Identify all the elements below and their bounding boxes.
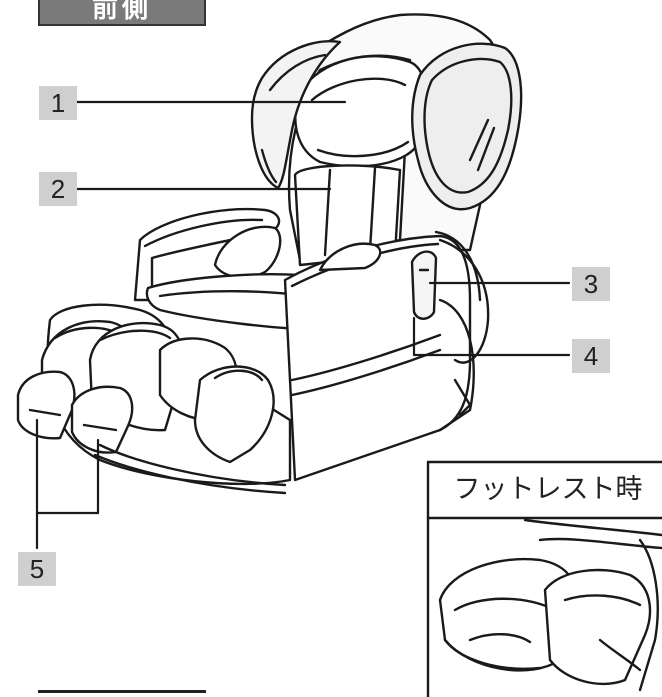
remote-cord bbox=[438, 238, 490, 364]
callout-2: 2 bbox=[39, 172, 77, 206]
callout-5: 5 bbox=[18, 552, 56, 586]
callout-4: 4 bbox=[572, 339, 610, 373]
callout-3: 3 bbox=[572, 267, 610, 301]
right-arm-inner-cushion bbox=[318, 242, 382, 272]
leader-line-4 bbox=[412, 316, 571, 357]
left-foot-rest bbox=[16, 370, 76, 440]
side-panel bbox=[438, 298, 475, 432]
right-knee-pad bbox=[193, 365, 275, 464]
left-shoulder-wing bbox=[250, 40, 342, 190]
callout-1: 1 bbox=[39, 86, 77, 120]
inset-label: フットレスト時 bbox=[453, 474, 643, 505]
inset-footrest-drawing bbox=[438, 518, 662, 692]
bottom-rule bbox=[38, 690, 206, 693]
page-title: 前側 bbox=[38, 0, 206, 26]
inset-frame bbox=[426, 460, 662, 697]
right-foot-rest bbox=[70, 385, 134, 454]
leader-lines bbox=[35, 100, 571, 550]
remote-holder bbox=[410, 250, 438, 320]
